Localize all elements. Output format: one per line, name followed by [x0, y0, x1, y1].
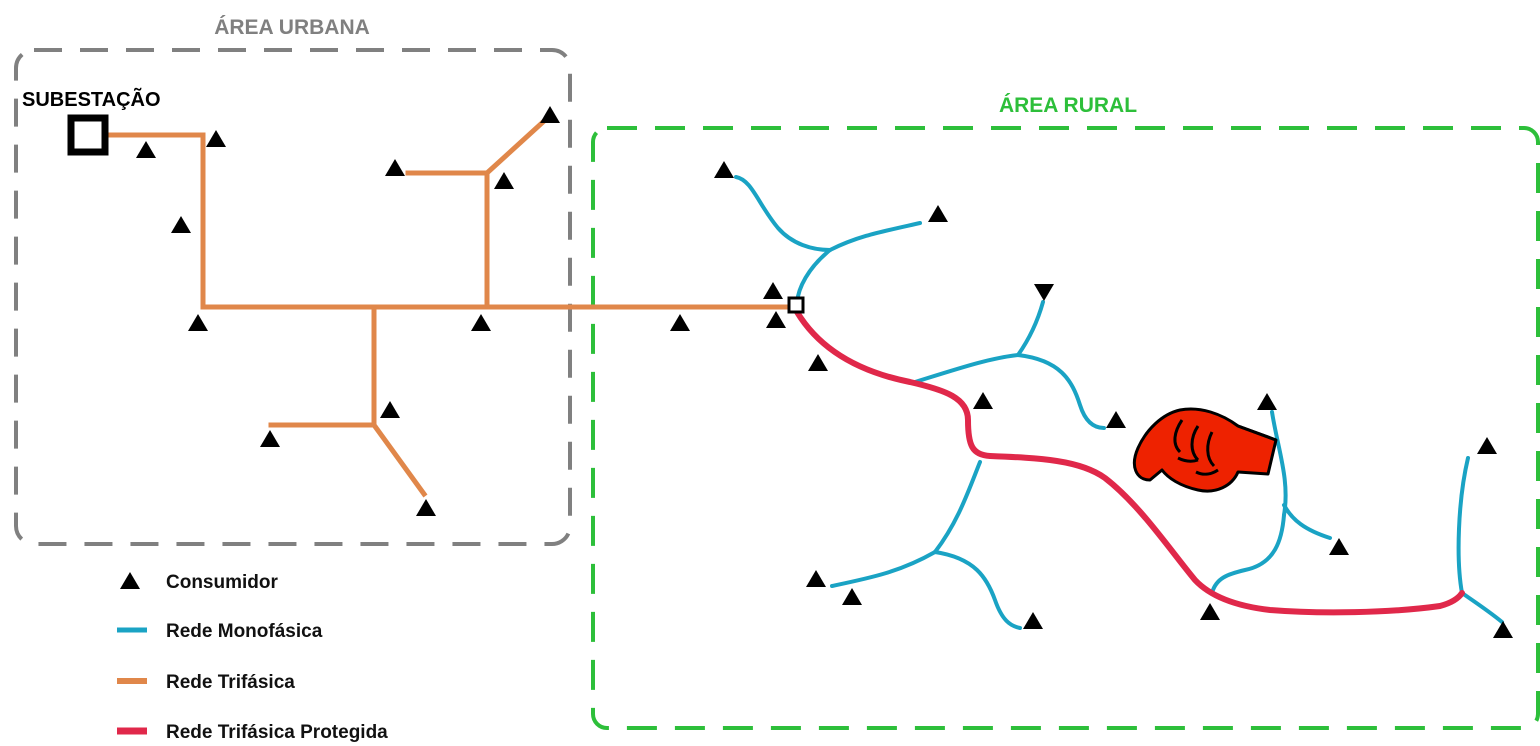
monophase-line: [1210, 513, 1286, 595]
triphase-line: [268, 304, 377, 428]
monophase-line: [1282, 503, 1332, 540]
consumer-triangle-icon: [385, 159, 405, 176]
monophase-line: [830, 550, 937, 588]
consumer-triangle-icon: [1106, 411, 1126, 428]
consumer-triangle-icon: [928, 205, 948, 222]
consumer-triangle-icon: [714, 161, 734, 178]
rural-area-boundary: [591, 126, 1540, 730]
legend-consumer-triangle-icon: [120, 572, 140, 589]
monophase-line: [1016, 300, 1045, 357]
triphase-line: [103, 132, 795, 310]
triphase-line: [483, 118, 547, 177]
consumer-triangle-icon: [206, 130, 226, 147]
triphase-network: [103, 118, 795, 498]
pointing-hand-icon: [1133, 407, 1278, 493]
legend: Consumidor Rede Monofásica Rede Trifásic…: [117, 572, 388, 743]
triphase-line: [370, 421, 428, 498]
consumers: [136, 106, 1513, 638]
substation-square-icon: [67, 114, 109, 156]
monophase-line: [913, 353, 1020, 384]
consumer-triangle-icon: [973, 392, 993, 409]
monophase-line: [828, 221, 922, 252]
monophase-line: [734, 175, 832, 252]
monophase-line: [795, 248, 832, 305]
consumer-triangle-icon: [806, 570, 826, 587]
consumer-triangle-icon: [763, 282, 783, 299]
consumer-triangle-icon: [766, 311, 786, 328]
consumer-triangle-icon: [416, 499, 436, 516]
substation-label: SUBESTAÇÃO: [22, 88, 161, 111]
monophase-line: [1270, 410, 1288, 517]
consumer-triangle-icon: [171, 216, 191, 233]
monophase-network: [734, 175, 1504, 630]
triphase-line: [405, 170, 490, 310]
consumer-triangle-icon: [1329, 538, 1349, 555]
legend-protected-label: Rede Trifásica Protegida: [166, 722, 388, 743]
consumer-triangle-icon: [1034, 284, 1054, 301]
connection-node-square-icon: [787, 296, 805, 314]
monophase-line: [933, 550, 1022, 630]
monophase-line: [933, 460, 982, 554]
rural-area-label: ÁREA RURAL: [999, 94, 1137, 117]
legend-monophase-label: Rede Monofásica: [166, 621, 323, 642]
consumer-triangle-icon: [1493, 621, 1513, 638]
monophase-line: [1460, 591, 1504, 624]
consumer-triangle-icon: [540, 106, 560, 123]
consumer-triangle-icon: [471, 314, 491, 331]
protected-triphase-line: [794, 309, 1465, 616]
monophase-line: [1456, 456, 1470, 595]
consumer-triangle-icon: [1477, 437, 1497, 454]
urban-area-boundary: [14, 48, 572, 546]
consumer-triangle-icon: [808, 354, 828, 371]
consumer-triangle-icon: [260, 430, 280, 447]
consumer-triangle-icon: [136, 141, 156, 158]
legend-triphase-label: Rede Trifásica: [166, 672, 295, 693]
legend-consumidor-label: Consumidor: [166, 572, 278, 593]
consumer-triangle-icon: [494, 172, 514, 189]
consumer-triangle-icon: [1023, 612, 1043, 629]
consumer-triangle-icon: [1200, 603, 1220, 620]
urban-area-label: ÁREA URBANA: [214, 16, 370, 39]
consumer-triangle-icon: [380, 401, 400, 418]
consumer-triangle-icon: [188, 314, 208, 331]
consumer-triangle-icon: [842, 588, 862, 605]
monophase-line: [1016, 353, 1106, 430]
consumer-triangle-icon: [670, 314, 690, 331]
consumer-triangle-icon: [1257, 393, 1277, 410]
